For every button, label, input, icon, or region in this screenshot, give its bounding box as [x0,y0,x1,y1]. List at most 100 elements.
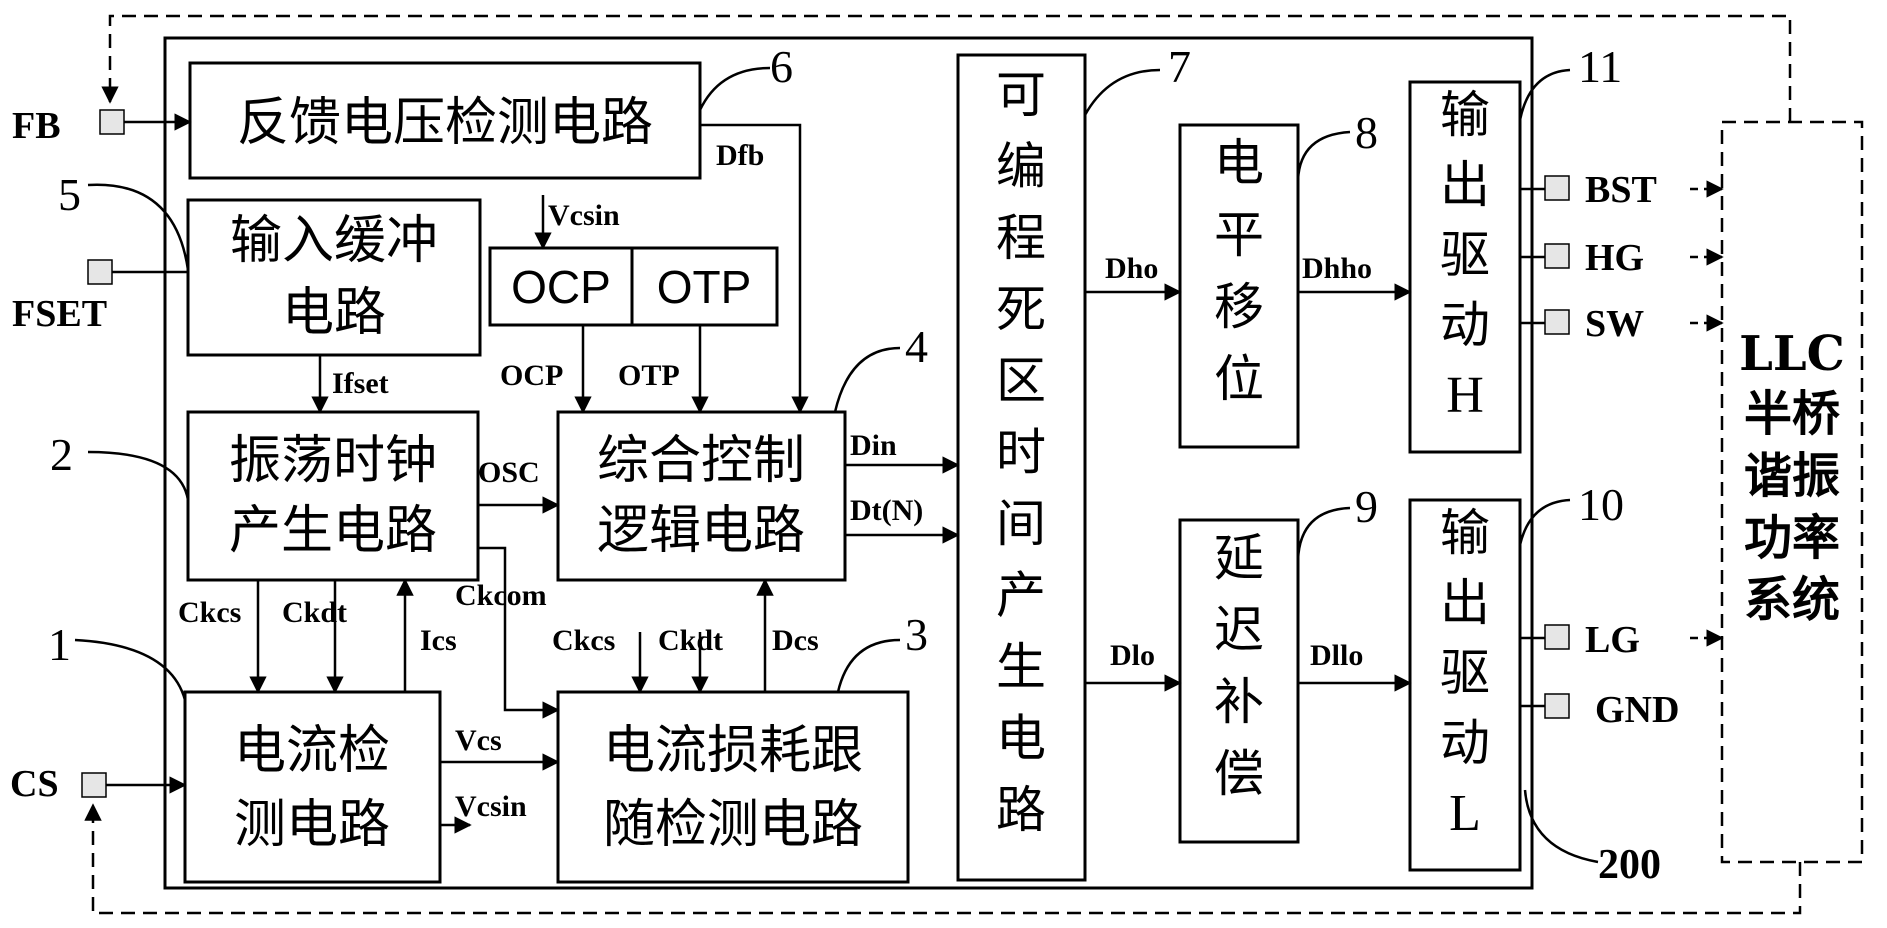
bst-pin [1544,175,1570,201]
llc-line-4: 功率 [1744,510,1840,566]
levelshift-chars-char-1: 平 [1214,206,1264,264]
dcs-label: Dcs [772,624,819,657]
driveh-chars-char-0: 输 [1440,86,1490,144]
lg-pin [1544,624,1570,650]
fb-pin [99,109,125,135]
osc-label: OSC [478,456,540,489]
loss-tracking-label-2: 随检测电路 [603,795,863,855]
feedback-voltage-detect-block [188,61,702,180]
current-detect-block [183,690,442,884]
drivel-chars-char-0: 输 [1440,504,1490,562]
ocp-block [488,246,634,327]
ckdt-left-label: Ckdt [282,596,347,629]
output-drive-l-block [1408,498,1522,872]
ref-1-leader [74,638,187,701]
dfb-wire [700,123,809,414]
delaycomp-chars-char-3: 偿 [1214,745,1264,803]
dfb-label: Dfb [716,139,764,172]
dtn-label: Dt(N) [850,494,923,527]
llc-system-box [1720,120,1864,864]
deadtime-chars-char-5: 时 [996,424,1046,482]
ref-6: 6 [770,41,793,92]
oscillator-clock-block [186,410,480,582]
lg-pin-label: LG [1585,619,1640,661]
ref-8-leader [1296,130,1351,181]
ocp-label: OCP [511,261,611,313]
ref-11: 11 [1578,41,1622,92]
input-buffer-label-2: 电路 [282,283,386,343]
deadtime-chars-char-10: 路 [996,781,1046,839]
oscillator-clock-label-2: 产生电路 [229,501,437,561]
llc-line-3: 谐振 [1744,448,1840,504]
ref-5: 5 [58,169,81,220]
llc-line-5: 系统 [1744,572,1840,628]
ckcs-left-label: Ckcs [178,596,241,629]
delaycomp-chars-char-2: 补 [1214,673,1264,731]
bst-pin-label: BST [1585,169,1657,211]
ckdt-mid-label: Ckdt [658,624,723,657]
ref-8: 8 [1355,107,1378,158]
ref-2: 2 [50,429,73,480]
drivel-chars-char-2: 驱 [1440,644,1490,702]
fset-pin-label: FSET [12,293,107,335]
dllo-label: Dllo [1310,639,1363,672]
gnd-pin-label: GND [1595,689,1679,731]
current-detect-label-2: 测电路 [234,795,390,855]
hg-pin [1544,243,1570,269]
deadtime-chars-char-7: 产 [996,567,1046,625]
dead-time-block [956,53,1087,882]
ref-9-leader [1296,506,1351,561]
deadtime-chars-char-0: 可 [996,66,1046,124]
delaycomp-chars-char-1: 迟 [1214,601,1264,659]
ref-2-leader [87,450,190,501]
loss-tracking-label-1: 电流损耗跟 [603,721,863,781]
ref-5-leader [87,183,190,271]
oscillator-clock-label-1: 振荡时钟 [229,431,437,491]
current-detect-label-1: 电流检 [234,721,390,781]
ifset-label: Ifset [332,367,389,400]
vcs-label: Vcs [455,724,502,757]
deadtime-chars-char-1: 编 [996,138,1046,196]
levelshift-chars-char-3: 位 [1214,350,1264,408]
ckcom-label: Ckcom [455,579,547,612]
deadtime-chars-char-6: 间 [996,495,1046,553]
llc-line-1: LLC [1739,326,1845,382]
deadtime-chars-char-3: 死 [996,281,1046,339]
feedback-dashed-loop-bottom [84,803,1802,915]
deadtime-chars-char-2: 程 [996,209,1046,267]
sw-pin-label: SW [1585,303,1644,345]
output-drive-h-block [1408,80,1522,454]
delaycomp-chars-char-0: 延 [1214,529,1264,587]
otp-label: OTP [657,261,752,313]
ref-10-leader [1518,498,1571,546]
din-label: Din [850,429,897,462]
ref-4-leader [833,346,901,413]
feedback-dashed-loop-top [101,14,1792,122]
deadtime-chars-char-8: 生 [996,638,1046,696]
drivel-chars-char-3: 动 [1440,714,1490,772]
driveh-chars-char-3: 动 [1440,296,1490,354]
chip-outline [163,36,1534,890]
dhho-label: Dhho [1302,252,1372,285]
ref-3: 3 [905,609,928,660]
ref-11-leader [1518,68,1571,121]
cs-pin [81,772,107,798]
drivel-chars-char-4: L [1449,785,1481,842]
otp-signal-label: OTP [618,359,680,392]
ref-7: 7 [1168,41,1191,92]
input-buffer-block [186,198,482,357]
ocp-signal-label: OCP [500,359,563,392]
ref-200: 200 [1598,842,1661,888]
levelshift-chars-char-0: 电 [1214,134,1264,192]
ref-3-leader [836,638,901,693]
fset-pin [87,259,113,285]
feedback-voltage-detect-label: 反馈电压检测电路 [237,93,653,153]
ics-label: Ics [420,624,457,657]
levelshift-chars-char-2: 移 [1214,278,1264,336]
ref-4: 4 [905,321,928,372]
